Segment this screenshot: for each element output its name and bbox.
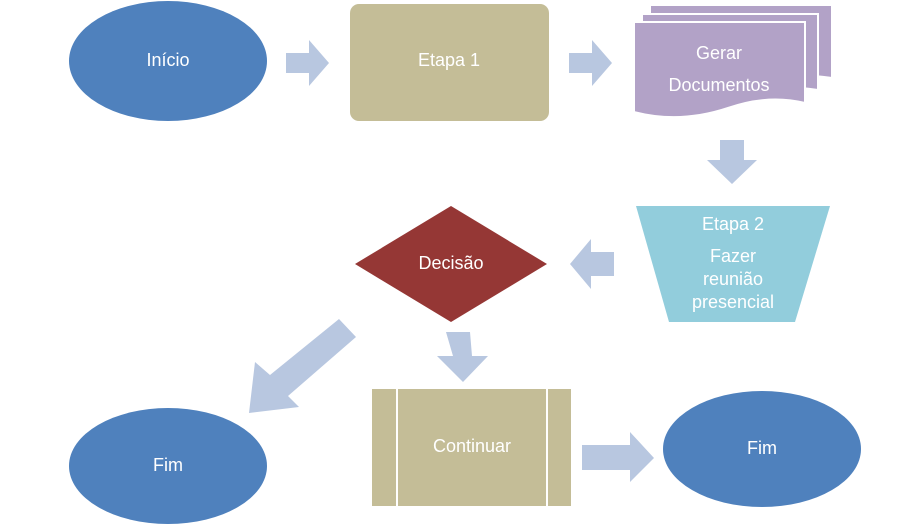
- step2-label-line3: presencial: [692, 292, 774, 312]
- end-right-label: Fim: [747, 438, 777, 458]
- start-label: Início: [146, 50, 189, 70]
- step2-title: Etapa 2: [702, 214, 764, 234]
- end-left-label: Fim: [153, 455, 183, 475]
- continue-node: Continuar: [372, 389, 571, 506]
- continue-label: Continuar: [433, 436, 511, 456]
- step1-node: Etapa 1: [350, 4, 549, 121]
- step2-node: Etapa 2 Fazer reunião presencial: [636, 206, 830, 322]
- start-node: Início: [69, 1, 267, 121]
- step2-label-line2: reunião: [703, 269, 763, 289]
- arrow-decision-to-end-left: [249, 319, 356, 413]
- documents-node: Gerar Documentos: [633, 4, 833, 119]
- arrow-step1-to-documents: [569, 40, 612, 86]
- arrow-step2-to-decision: [570, 239, 614, 289]
- step2-label-line1: Fazer: [710, 246, 756, 266]
- documents-label-line2: Documentos: [668, 75, 769, 95]
- end-left-node: Fim: [69, 408, 267, 524]
- arrow-continue-to-end-right: [582, 432, 654, 482]
- step1-label: Etapa 1: [418, 50, 480, 70]
- documents-label-line1: Gerar: [696, 43, 742, 63]
- decision-label: Decisão: [418, 253, 483, 273]
- arrow-documents-to-step2: [707, 140, 757, 184]
- arrow-start-to-step1: [286, 40, 329, 86]
- arrow-decision-to-continue: [437, 332, 488, 382]
- decision-node: Decisão: [355, 206, 547, 322]
- end-right-node: Fim: [663, 391, 861, 507]
